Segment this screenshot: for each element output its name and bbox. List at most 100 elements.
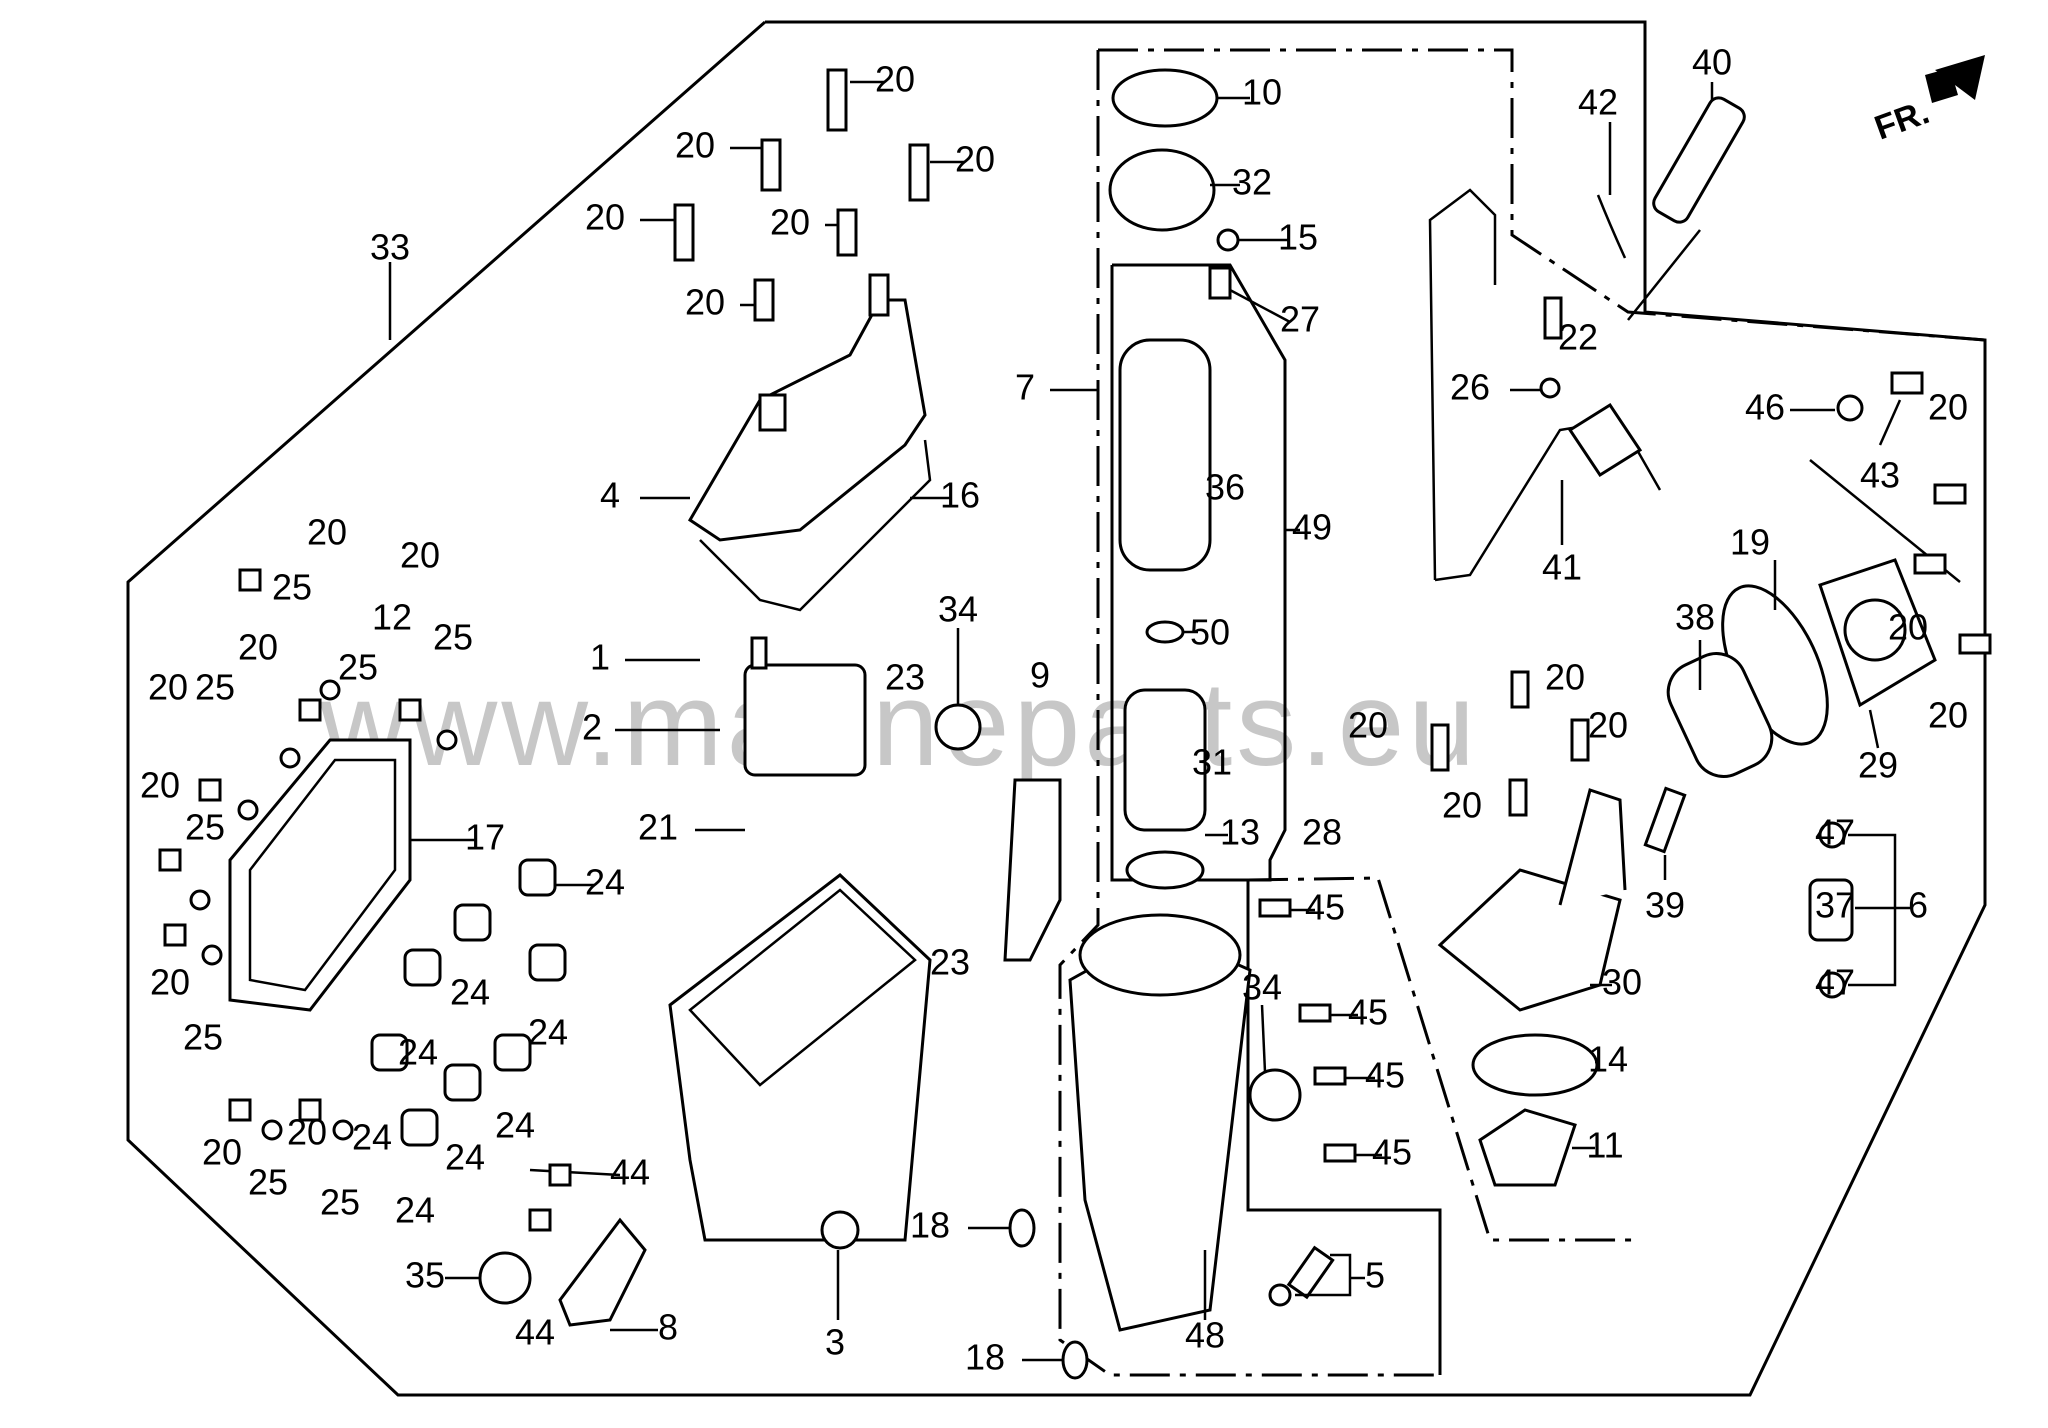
- part-label-l20q: 20: [1928, 695, 1968, 736]
- part-label-l24d: 24: [398, 1032, 438, 1073]
- part-label-l20n: 20: [287, 1112, 327, 1153]
- part-label-l43: 43: [1860, 455, 1900, 496]
- part-label-l24e: 24: [495, 1105, 535, 1146]
- part-label-l20k: 20: [140, 765, 180, 806]
- part-label-l35: 35: [405, 1255, 445, 1296]
- part-label-l45a: 45: [1305, 887, 1345, 928]
- part-label-l24a: 24: [585, 862, 625, 903]
- part-label-l13: 13: [1220, 812, 1260, 853]
- separator-case: [668, 873, 932, 1320]
- frame-28: [1246, 880, 1442, 1375]
- part-label-l39: 39: [1645, 885, 1685, 926]
- part-label-l25d: 25: [195, 667, 235, 708]
- plates-9-8: [529, 778, 1062, 1332]
- part-label-l8: 8: [658, 1307, 678, 1348]
- part-label-l18a: 18: [910, 1205, 950, 1246]
- part-label-l20a: 20: [875, 59, 915, 100]
- part-label-l23b: 23: [930, 942, 970, 983]
- part-label-l5: 5: [1365, 1255, 1385, 1296]
- front-direction-arrow: FR.: [1870, 55, 1985, 148]
- part-label-l20l: 20: [150, 962, 190, 1003]
- part-label-l47b: 47: [1815, 962, 1855, 1003]
- part-label-l37: 37: [1815, 885, 1855, 926]
- part-label-l32: 32: [1232, 162, 1272, 203]
- gear-parts: [445, 628, 1302, 1305]
- part-label-l25g: 25: [248, 1162, 288, 1203]
- part-label-l18b: 18: [965, 1337, 1005, 1378]
- part-label-l20r: 20: [1545, 657, 1585, 698]
- frame-28-group: [1247, 876, 1635, 1242]
- part-42-clip: [1596, 122, 1627, 259]
- frame-7-group: [1058, 50, 1442, 1377]
- collars-24: [370, 858, 595, 1147]
- part-label-l24g: 24: [445, 1137, 485, 1178]
- part-label-l42: 42: [1578, 82, 1618, 123]
- filter-housing-48: [1068, 913, 1252, 1332]
- fr-label: FR.: [1870, 93, 1934, 147]
- part-label-l45c: 45: [1365, 1055, 1405, 1096]
- part-label-l20f: 20: [685, 282, 725, 323]
- screws-20-mid: [1430, 670, 1590, 817]
- part-5: [1268, 1245, 1365, 1307]
- part-label-l29: 29: [1858, 745, 1898, 786]
- screw-icons-top: [673, 68, 930, 322]
- part-label-l15: 15: [1278, 217, 1318, 258]
- fuel-pump-assembly: [1050, 68, 1300, 890]
- part-label-l3: 3: [825, 1322, 845, 1363]
- part-label-l9: 9: [1030, 655, 1050, 696]
- part-label-l1: 1: [590, 637, 610, 678]
- parts-1-2: [615, 636, 867, 832]
- part-label-l20t: 20: [1588, 705, 1628, 746]
- part-label-l20m: 20: [202, 1132, 242, 1173]
- part-label-l20c: 20: [955, 139, 995, 180]
- part-label-l38: 38: [1675, 597, 1715, 638]
- part-label-l20g: 20: [307, 512, 347, 553]
- part-label-l24c: 24: [528, 1012, 568, 1053]
- part-label-l22: 22: [1558, 317, 1598, 358]
- part-label-l4: 4: [600, 475, 620, 516]
- part-label-l21: 21: [638, 807, 678, 848]
- part-label-l24b: 24: [450, 972, 490, 1013]
- part-label-l23a: 23: [885, 657, 925, 698]
- part-label-l34b: 34: [1242, 967, 1282, 1008]
- part-label-l24f: 24: [352, 1117, 392, 1158]
- part-label-l20s: 20: [1348, 705, 1388, 746]
- part-label-l20b: 20: [675, 125, 715, 166]
- part-label-l25c: 25: [338, 647, 378, 688]
- part-label-l28: 28: [1302, 812, 1342, 853]
- o-rings-18: [968, 1208, 1089, 1380]
- part-label-l25a: 25: [272, 567, 312, 608]
- part-label-l48: 48: [1185, 1315, 1225, 1356]
- part-label-l24h: 24: [395, 1190, 435, 1231]
- part-label-l27: 27: [1280, 299, 1320, 340]
- part-label-l20e: 20: [585, 197, 625, 238]
- screws-20-right: [1913, 483, 1992, 655]
- wire-harness-41: [1428, 188, 1662, 582]
- outer-frame: [126, 20, 1987, 1397]
- part-label-l6: 6: [1908, 885, 1928, 926]
- part-label-l45d: 45: [1372, 1132, 1412, 1173]
- part-label-l47a: 47: [1815, 812, 1855, 853]
- part-label-l45b: 45: [1348, 992, 1388, 1033]
- vapor-separator-cover: [687, 273, 932, 612]
- part-label-l17: 17: [465, 817, 505, 858]
- cover-plate-17: [228, 738, 475, 1012]
- watermark-text: www.marineparts.eu: [319, 657, 1479, 791]
- part-label-l12: 12: [372, 597, 412, 638]
- part-label-l10: 10: [1242, 72, 1282, 113]
- frame-41-group: [1098, 48, 1986, 342]
- part-label-l20u: 20: [1442, 785, 1482, 826]
- part-label-l33: 33: [370, 227, 410, 268]
- part-label-l30: 30: [1602, 962, 1642, 1003]
- part-label-l34a: 34: [938, 589, 978, 630]
- part-label-l14: 14: [1588, 1039, 1628, 1080]
- part-label-l11: 11: [1586, 1125, 1623, 1166]
- part-40-spring: [1652, 82, 1746, 224]
- part-label-l19: 19: [1730, 522, 1770, 563]
- part-label-l31: 31: [1192, 742, 1232, 783]
- part-label-l36: 36: [1205, 467, 1245, 508]
- part-label-l50: 50: [1190, 612, 1230, 653]
- part-label-l25e: 25: [185, 807, 225, 848]
